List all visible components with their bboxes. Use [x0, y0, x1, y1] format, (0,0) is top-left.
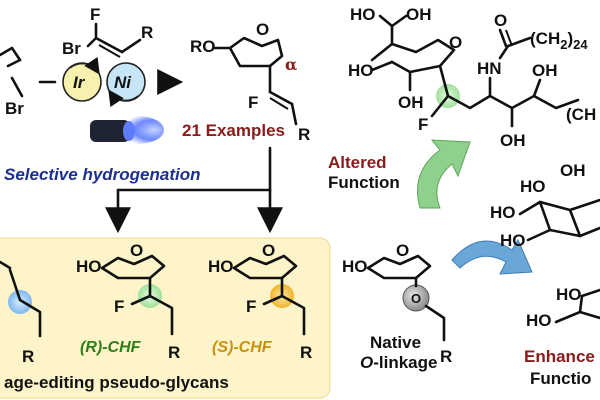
- altered-label: Altered: [328, 153, 387, 172]
- r-ring-o: O: [130, 241, 143, 260]
- enhanced-function-label: Functio: [530, 369, 591, 388]
- r-chf-product: HO O F R (R)-CHF: [76, 241, 180, 362]
- r-r-label: R: [168, 343, 180, 362]
- gl-ho-2: HO: [348, 61, 374, 80]
- pseudo-glycans-caption: age-editing pseudo-glycans: [4, 373, 229, 392]
- native-ring-o: O: [396, 241, 409, 260]
- ni-label: Ni: [114, 73, 132, 92]
- native-ho: HO: [342, 257, 368, 276]
- alpha-label: α: [285, 55, 297, 74]
- gl-oh-1: OH: [406, 5, 432, 24]
- native-linkage-label: O-linkage: [360, 353, 437, 372]
- enhanced-label: Enhance: [524, 347, 595, 366]
- gl-oh-2: OH: [398, 93, 424, 112]
- r-f-label: F: [114, 297, 124, 316]
- gl-nh-label: HN: [477, 59, 502, 78]
- examples-count: 21 Examples: [182, 121, 285, 140]
- native-o-glycoside: HO O O R Native O-linkage: [342, 241, 452, 372]
- reagent-r-label: R: [141, 23, 153, 42]
- pseudo-glycan-panel: [0, 237, 331, 399]
- fluoro-glycolipid: HO OH O HO OH F HN O (CH2)24 OH OH (CH: [348, 5, 596, 150]
- bromide-label: Br: [5, 99, 24, 118]
- product-r-label: R: [298, 125, 310, 144]
- native-r: R: [440, 347, 452, 366]
- fluorovinyl-bromide-reagent: F Br R: [62, 5, 153, 58]
- native-label: Native: [370, 333, 421, 352]
- ni-catalyst: Ni: [106, 62, 146, 108]
- enhanced-oligosaccharide: HO OH HO HO HO HO Enhance Functio: [490, 161, 600, 388]
- gl-ho-1: HO: [350, 5, 376, 24]
- native-link-o: O: [411, 291, 421, 306]
- left-r-label: R: [22, 347, 34, 366]
- altered-arrow: [417, 139, 471, 209]
- ds-ho-3: HO: [500, 231, 526, 250]
- product-ro-label: RO: [190, 37, 216, 56]
- product-f-label: F: [248, 93, 258, 112]
- fluorovinyl-glycoside-product: RO O α F R 21 Examples: [182, 20, 310, 144]
- reagent-br-label: Br: [62, 39, 81, 58]
- ds-ho-4: HO: [556, 285, 582, 304]
- gl-amide-o: O: [494, 11, 507, 30]
- s-r-label: R: [300, 343, 312, 362]
- enhanced-arrow: [451, 238, 533, 275]
- r-ho-label: HO: [76, 257, 102, 276]
- ds-ho-1: HO: [520, 177, 546, 196]
- gl-f-label: F: [418, 115, 428, 134]
- pseudo-glycan-left: R: [0, 260, 42, 366]
- ir-catalyst: Ir: [62, 56, 102, 102]
- gl-ring-o: O: [449, 33, 462, 52]
- reagent-f-label: F: [90, 5, 100, 24]
- ds-oh-1: OH: [560, 161, 586, 180]
- s-ring-o: O: [262, 241, 275, 260]
- altered-function-label: Function: [328, 173, 400, 192]
- s-chf-label: (S)-CHF: [212, 339, 273, 356]
- gl-oh-3: OH: [532, 61, 558, 80]
- s-ho-label: HO: [208, 257, 234, 276]
- selective-hydrogenation-label: Selective hydrogenation: [4, 165, 201, 184]
- blue-led-icon: [90, 116, 164, 144]
- ds-ho-5: HO: [526, 311, 552, 330]
- ir-label: Ir: [73, 73, 86, 92]
- s-chf-product: HO O F R (S)-CHF: [208, 241, 312, 362]
- r-chf-label: (R)-CHF: [80, 339, 142, 356]
- gl-ch2-chain: (CH2)24: [530, 29, 588, 52]
- gl-oh-4: OH: [500, 131, 526, 150]
- glycosyl-bromide: Br: [0, 46, 24, 118]
- gl-ch-tail-label: (CH: [566, 105, 596, 124]
- s-f-label: F: [246, 297, 256, 316]
- product-ring-o: O: [256, 20, 269, 39]
- ds-ho-2: HO: [490, 203, 516, 222]
